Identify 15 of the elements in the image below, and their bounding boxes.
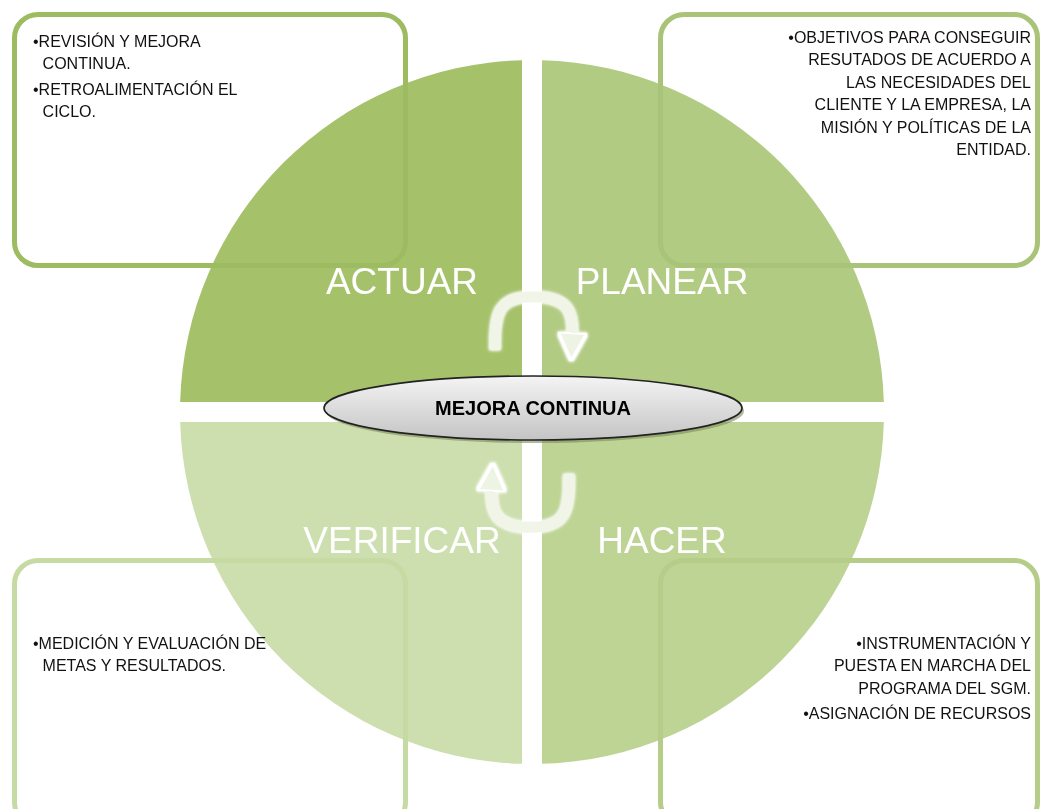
text-card bbox=[658, 558, 1040, 809]
bullet-text: •INSTRUMENTACIÓN Y PUESTA EN MARCHA DEL PROGRAMA DEL SGM. bbox=[832, 633, 1031, 699]
quadrant-label: PLANEAR bbox=[575, 261, 749, 303]
bullet-text: •ASIGNACIÓN DE RECURSOS bbox=[802, 703, 1031, 725]
quadrant-label: ACTUAR bbox=[325, 261, 479, 303]
quadrant-label: VERIFICAR bbox=[303, 520, 501, 562]
center-label: MEJORA CONTINUA bbox=[434, 396, 632, 420]
text-card bbox=[658, 12, 1040, 268]
text-card bbox=[12, 12, 408, 268]
quadrant-label: HACER bbox=[597, 520, 727, 562]
bullet-text: •REVISIÓN Y MEJORA CONTINUA. bbox=[33, 31, 202, 75]
bullet-text: •OBJETIVOS PARA CONSEGUIR RESUTADOS DE ACUERDO A LAS NECESIDADES DEL CLIENTE Y LA EMPRESA, LA MISIÓN Y POLÍTICAS DE LA ENTIDAD. bbox=[787, 28, 1031, 160]
bullet-text: •MEDICIÓN Y EVALUACIÓN DE METAS Y RESULTADOS. bbox=[33, 633, 268, 677]
text-card bbox=[12, 558, 408, 809]
bullet-text: •RETROALIMENTACIÓN EL CICLO. bbox=[33, 79, 238, 123]
